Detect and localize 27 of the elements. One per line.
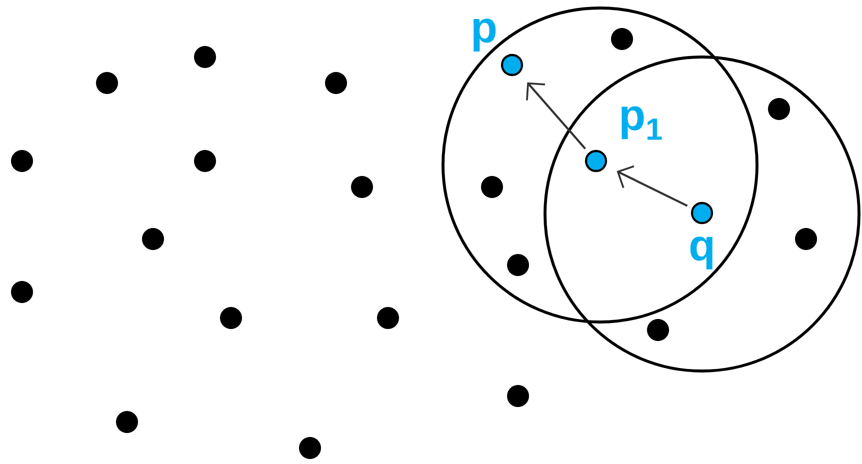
data-point [507,385,529,407]
data-point [220,307,242,329]
point-label: q [690,236,712,270]
data-point [768,98,790,120]
data-point [611,28,634,50]
highlighted-point [500,54,524,76]
data-point [194,150,216,172]
data-point [507,254,529,276]
data-point [351,176,373,198]
data-point [96,72,118,94]
arrow [526,82,586,150]
data-point [194,46,216,68]
data-point [481,176,503,198]
highlighted-point [690,202,714,224]
data-point [11,281,33,303]
highlighted-point [584,150,608,172]
data-point [795,228,818,250]
data-point [325,72,347,94]
data-point [116,411,138,433]
data-point [11,150,33,172]
data-point [299,437,321,459]
data-point [647,319,670,341]
data-point [377,307,399,329]
arrow [616,165,688,207]
data-point [142,228,164,250]
point-label: p [473,18,496,52]
point-label: p$_{1}$ [622,106,662,140]
